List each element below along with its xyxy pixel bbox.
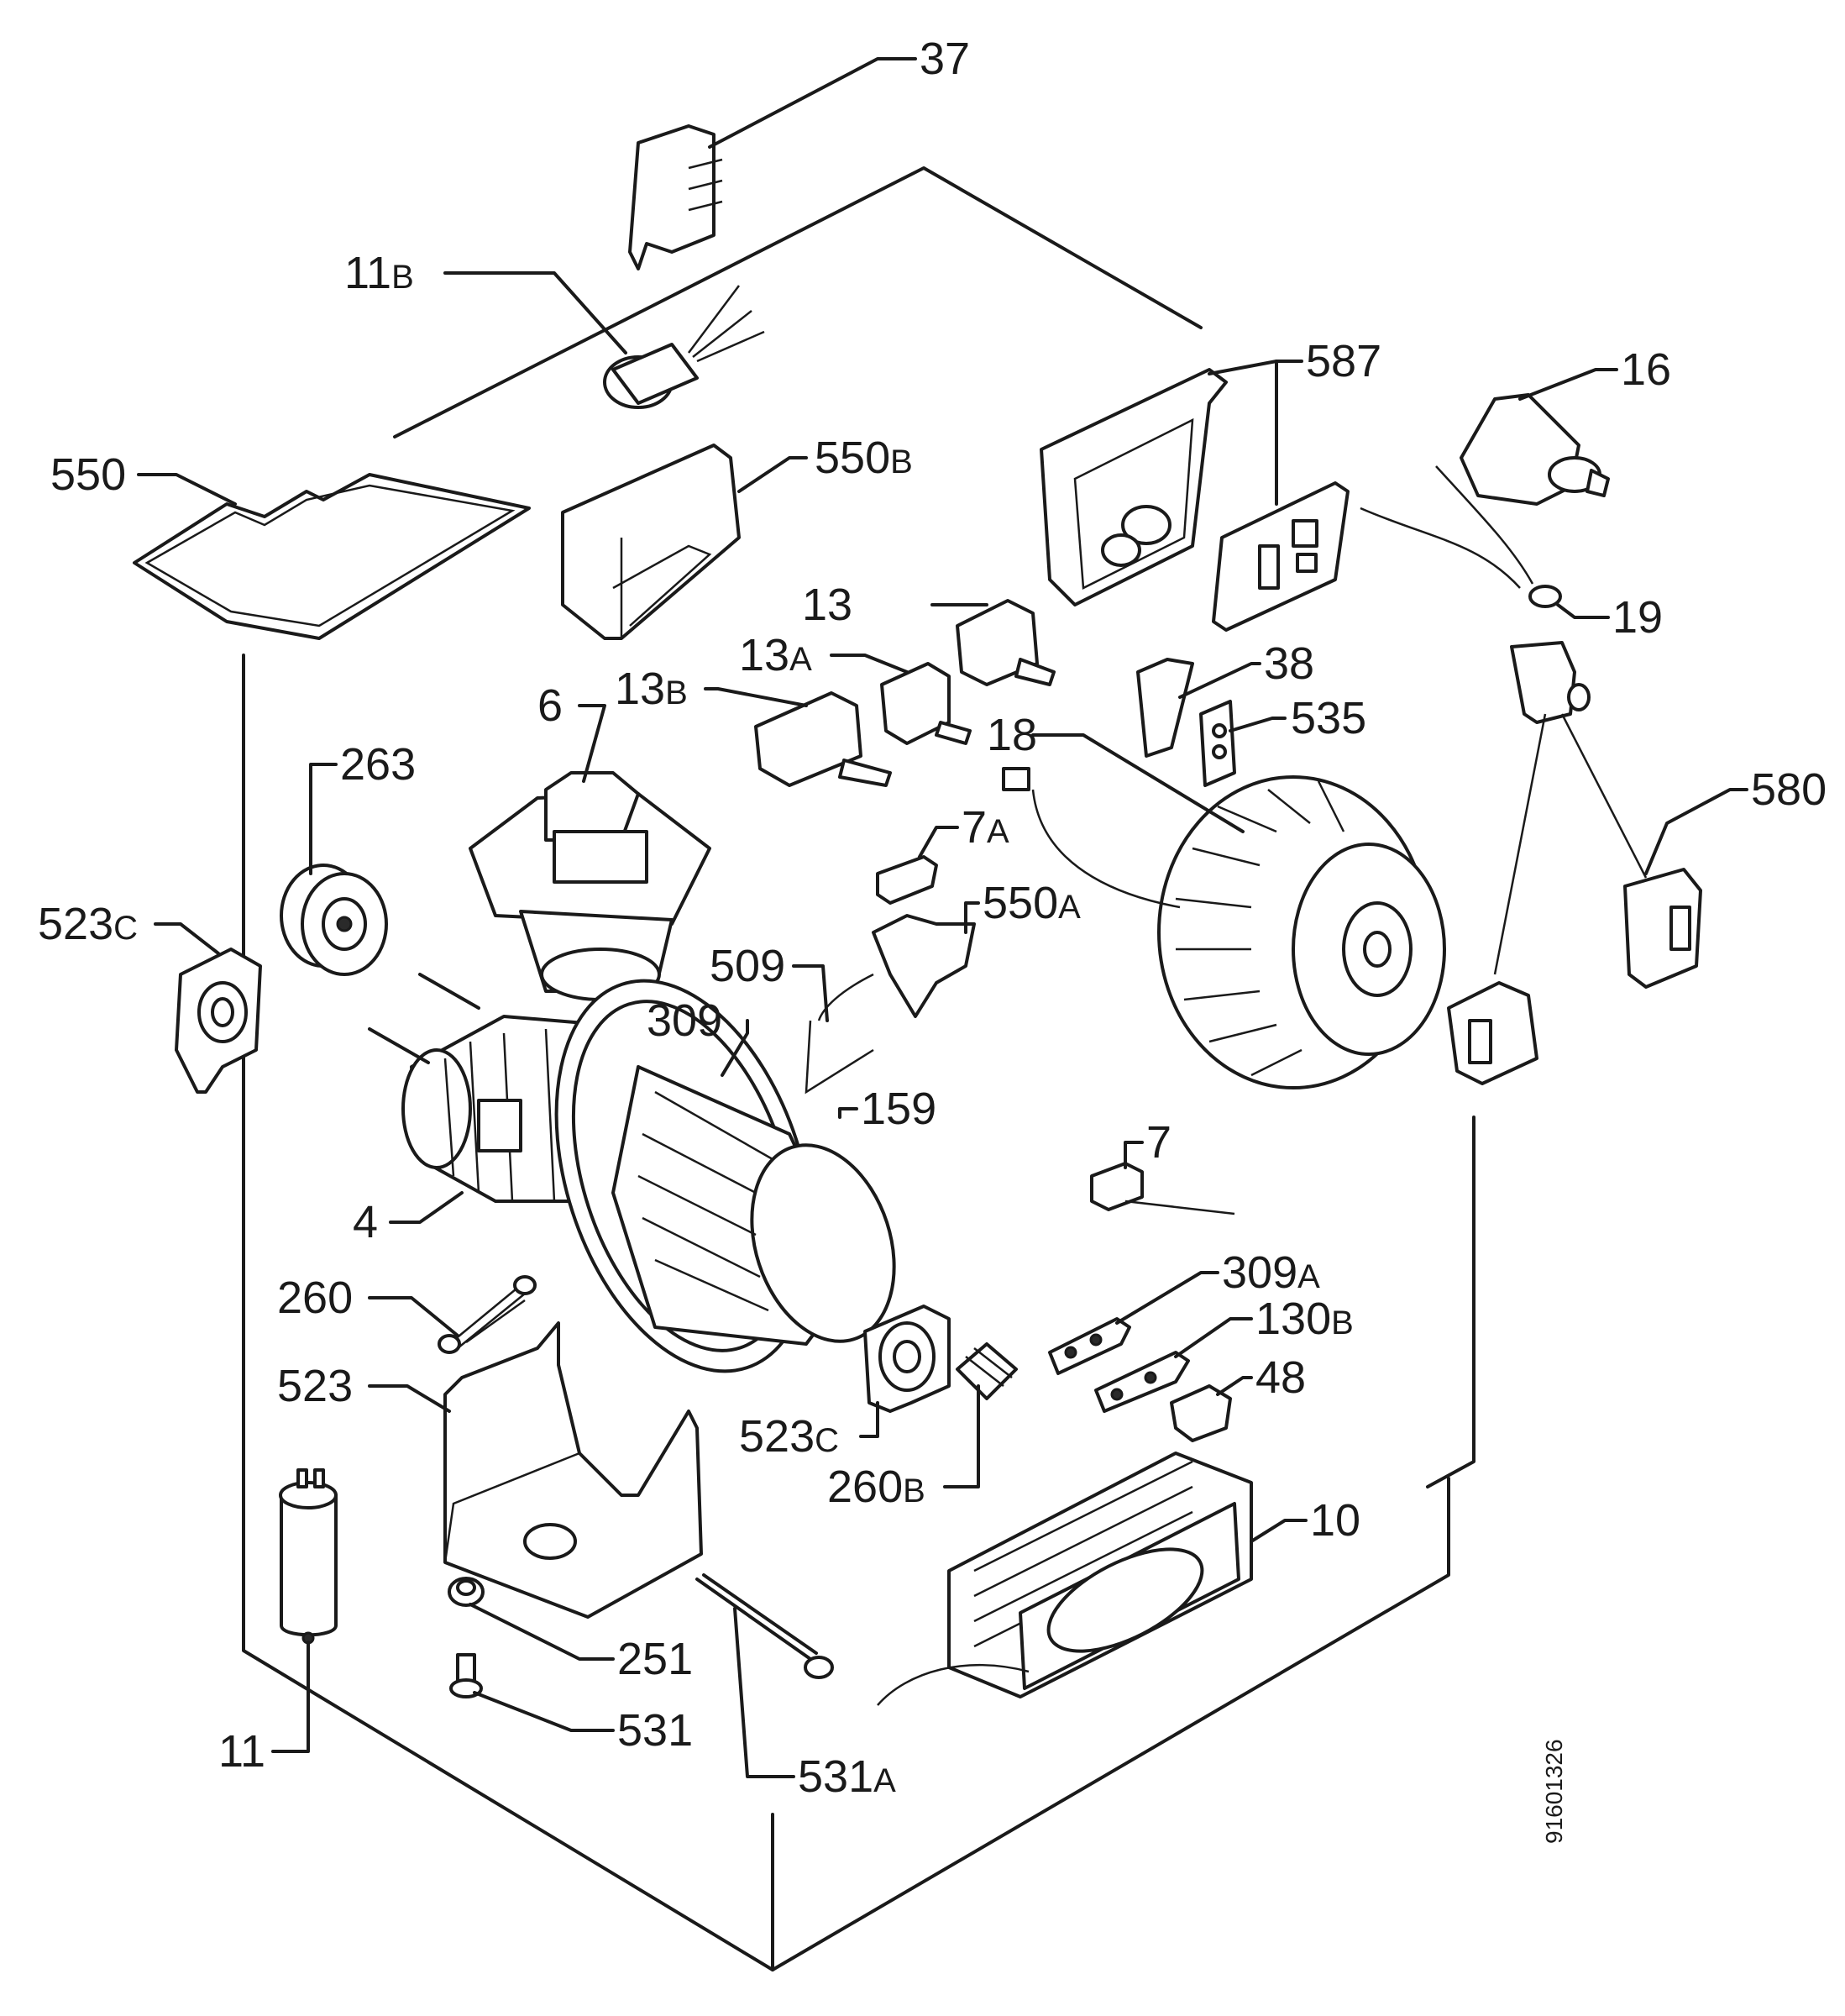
- part-13b-connector: [704, 687, 892, 787]
- part-550a-bracket: [872, 901, 980, 1018]
- callout-531a: 531A: [798, 1751, 896, 1802]
- callout-130b: 130B: [1255, 1294, 1354, 1344]
- callout-11: 11: [218, 1726, 265, 1777]
- document-id: 91601326: [1541, 1739, 1567, 1844]
- callout-16: 16: [1621, 344, 1671, 395]
- part-531-bolt: [449, 1653, 615, 1732]
- callout-11b: 11B: [344, 248, 414, 298]
- callout-531: 531: [617, 1705, 693, 1756]
- part-130b-strip: [1094, 1317, 1253, 1413]
- part-6-pump: [469, 704, 711, 1001]
- part-11b-capacitor: [443, 271, 765, 409]
- callout-48: 48: [1255, 1352, 1306, 1403]
- callout-509: 509: [710, 941, 785, 991]
- cabinet-outline: [242, 166, 1475, 1971]
- part-13a-connector: [830, 654, 972, 745]
- part-7-switch: [1090, 1141, 1235, 1215]
- callout-260b: 260B: [827, 1462, 925, 1512]
- callout-523: 523: [277, 1361, 353, 1411]
- part-260b-spring: [943, 1342, 1018, 1488]
- callout-13b: 13B: [615, 664, 688, 714]
- part-587-pcb: [1208, 360, 1350, 632]
- callout-251: 251: [617, 1634, 693, 1684]
- callout-18: 18: [987, 710, 1037, 760]
- callout-10: 10: [1310, 1495, 1360, 1546]
- callout-309a: 309A: [1222, 1247, 1320, 1298]
- part-18-blower-wheel: [1002, 733, 1446, 1089]
- callout-550b: 550B: [815, 433, 913, 483]
- part-48-thermostat: [1170, 1376, 1253, 1442]
- part-531a-long-bolt: [695, 1573, 834, 1778]
- part-251-nut: [448, 1577, 615, 1661]
- part-13-connector: [930, 599, 1056, 686]
- callout-38: 38: [1264, 638, 1314, 689]
- callout-523c-mid: 523C: [739, 1411, 839, 1462]
- part-19-sensor: [1360, 465, 1610, 619]
- callout-6: 6: [537, 680, 563, 731]
- part-587-control-housing: [1040, 368, 1228, 606]
- part-523-motor-bracket: [368, 1321, 703, 1619]
- part-11-capacitor: [271, 1468, 338, 1753]
- part-309a-strip: [1048, 1271, 1219, 1375]
- callout-13: 13: [802, 580, 852, 630]
- part-7a-microswitch: [876, 826, 959, 905]
- part-10-heater: [877, 1452, 1308, 1706]
- callout-13a: 13A: [739, 630, 812, 680]
- part-550b-duct: [561, 444, 808, 640]
- callout-550: 550: [50, 449, 126, 500]
- part-535-bracket: [1199, 700, 1287, 787]
- part-580-switch-assembly: [1447, 641, 1748, 1085]
- callout-523c-left: 523C: [38, 899, 138, 949]
- part-263-pulley: [280, 763, 388, 976]
- part-38-board: [1136, 658, 1261, 758]
- part-523c-mid-bearing: [859, 1305, 951, 1438]
- callout-labels: 37 11B 550 550B 587 16 19 13 13A 13B 6 3…: [38, 34, 1827, 1802]
- part-550-panel: [133, 473, 531, 640]
- part-509-spring-wire: [792, 964, 874, 1095]
- callout-159: 159: [861, 1084, 936, 1134]
- callout-587: 587: [1306, 336, 1381, 386]
- part-37-terminal-block: [628, 57, 917, 270]
- part-16-selector-switch: [1460, 368, 1618, 506]
- callout-309: 309: [647, 995, 722, 1046]
- callout-7a: 7A: [962, 802, 1009, 853]
- callout-4: 4: [353, 1197, 378, 1247]
- part-523c-left-bearing: [154, 922, 262, 1094]
- callout-263: 263: [340, 739, 416, 790]
- callout-535: 535: [1291, 693, 1366, 743]
- callout-260: 260: [277, 1273, 353, 1323]
- callout-7: 7: [1146, 1117, 1171, 1168]
- callout-37: 37: [920, 34, 970, 84]
- callout-19: 19: [1612, 592, 1663, 643]
- part-159-fan-wheel: [611, 1065, 896, 1346]
- callout-580: 580: [1751, 764, 1827, 815]
- part-260-spring: [368, 1275, 537, 1354]
- callout-550a: 550A: [983, 878, 1081, 928]
